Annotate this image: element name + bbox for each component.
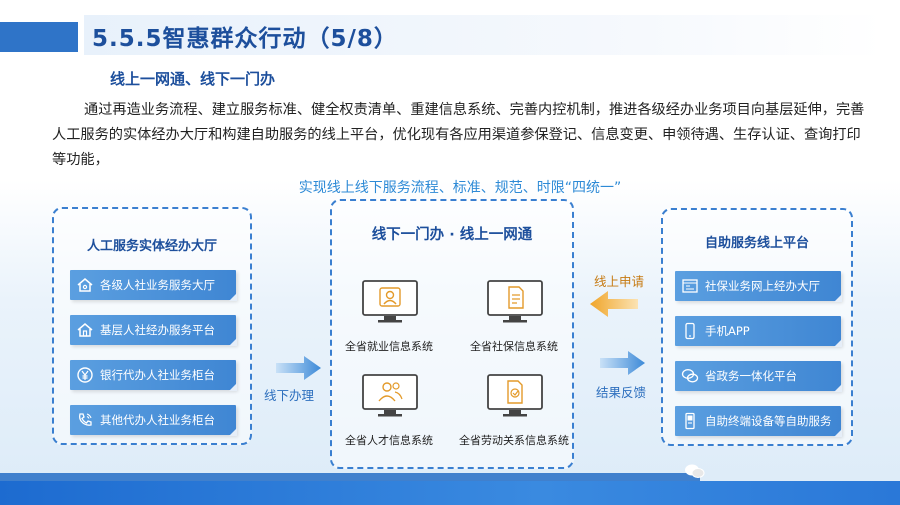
item-label: 银行代办人社业务柜台 xyxy=(100,368,215,382)
house-icon xyxy=(76,276,94,294)
mobile-icon xyxy=(681,322,699,340)
panel-heading: 自助服务线上平台 xyxy=(704,236,809,251)
panel-heading: 人工服务实体经办大厅 xyxy=(86,239,217,254)
item-label: 手机APP xyxy=(705,324,750,338)
item-online-hall: 社保业务网上经办大厅 xyxy=(675,271,842,302)
item-service-hall: 各级人社业务服务大厅 xyxy=(70,270,237,301)
feedback-label: 结果反馈 xyxy=(596,385,647,400)
watermark xyxy=(684,459,874,483)
item-label: 其他代办人社业务柜台 xyxy=(100,413,215,427)
item-bank-counter: 银行代办人社业务柜台 xyxy=(70,360,237,391)
section-subtitle: 线上一网通、线下一门办 xyxy=(110,70,276,88)
chat-icon xyxy=(681,367,699,385)
online-apply-label: 线上申请 xyxy=(594,274,645,289)
description-paragraph: 通过再造业务流程、建立服务标准、健全权责清单、重建信息系统、完善内控机制，推进各… xyxy=(52,102,865,168)
unified-system-panel: 线下一门办 · 线上一网通 全省就业信息系统 全省社保信息系统 全省人才信息系统… xyxy=(330,199,574,469)
yen-icon xyxy=(76,366,94,384)
feedback-arrow xyxy=(600,350,646,380)
system-talent: 全省人才信息系统 xyxy=(345,434,433,447)
monitor-person-icon xyxy=(362,280,418,324)
bottom-stripe xyxy=(0,473,700,481)
system-labor-relations: 全省劳动关系信息系统 xyxy=(459,434,569,447)
monitor-document-icon xyxy=(487,280,543,324)
page-title: 5.5.5智惠群众行动（5/8） xyxy=(92,26,398,52)
web-icon xyxy=(681,277,699,295)
item-other-counter: 其他代办人社业务柜台 xyxy=(70,405,237,436)
monitor-people-icon xyxy=(362,374,418,418)
item-label: 基层人社经办服务平台 xyxy=(100,323,215,337)
phone-icon xyxy=(76,411,94,429)
online-platform-panel: 自助服务线上平台 社保业务网上经办大厅 手机APP 省政务一体化平台 自助终端设… xyxy=(661,208,853,446)
online-apply-arrow xyxy=(590,290,638,322)
offline-arrow-label: 线下办理 xyxy=(264,388,315,403)
title-accent-bar xyxy=(0,22,78,52)
panel-heading: 线下一门办 · 线上一网通 xyxy=(371,227,533,243)
offline-hall-panel: 人工服务实体经办大厅 各级人社业务服务大厅 基层人社经办服务平台 银行代办人社业… xyxy=(52,207,252,445)
item-self-service-terminal: 自助终端设备等自助服务 xyxy=(675,406,842,437)
item-label: 省政务一体化平台 xyxy=(705,369,797,383)
wechat-icon xyxy=(685,464,705,478)
item-label: 社保业务网上经办大厅 xyxy=(705,279,820,293)
system-employment: 全省就业信息系统 xyxy=(345,340,433,353)
item-label: 各级人社业务服务大厅 xyxy=(100,278,215,292)
offline-arrow xyxy=(276,355,322,385)
home-icon xyxy=(76,321,94,339)
monitor-contract-icon xyxy=(487,374,543,418)
item-mobile-app: 手机APP xyxy=(675,316,842,347)
item-grassroots-platform: 基层人社经办服务平台 xyxy=(70,315,237,346)
terminal-icon xyxy=(681,412,699,430)
title-bar xyxy=(84,15,884,55)
bottom-bar xyxy=(0,481,900,505)
system-social-security: 全省社保信息系统 xyxy=(470,340,558,353)
item-label: 自助终端设备等自助服务 xyxy=(705,414,832,428)
item-gov-platform: 省政务一体化平台 xyxy=(675,361,842,392)
four-unification-banner: 实现线上线下服务流程、标准、规范、时限“四统一” xyxy=(298,180,622,196)
